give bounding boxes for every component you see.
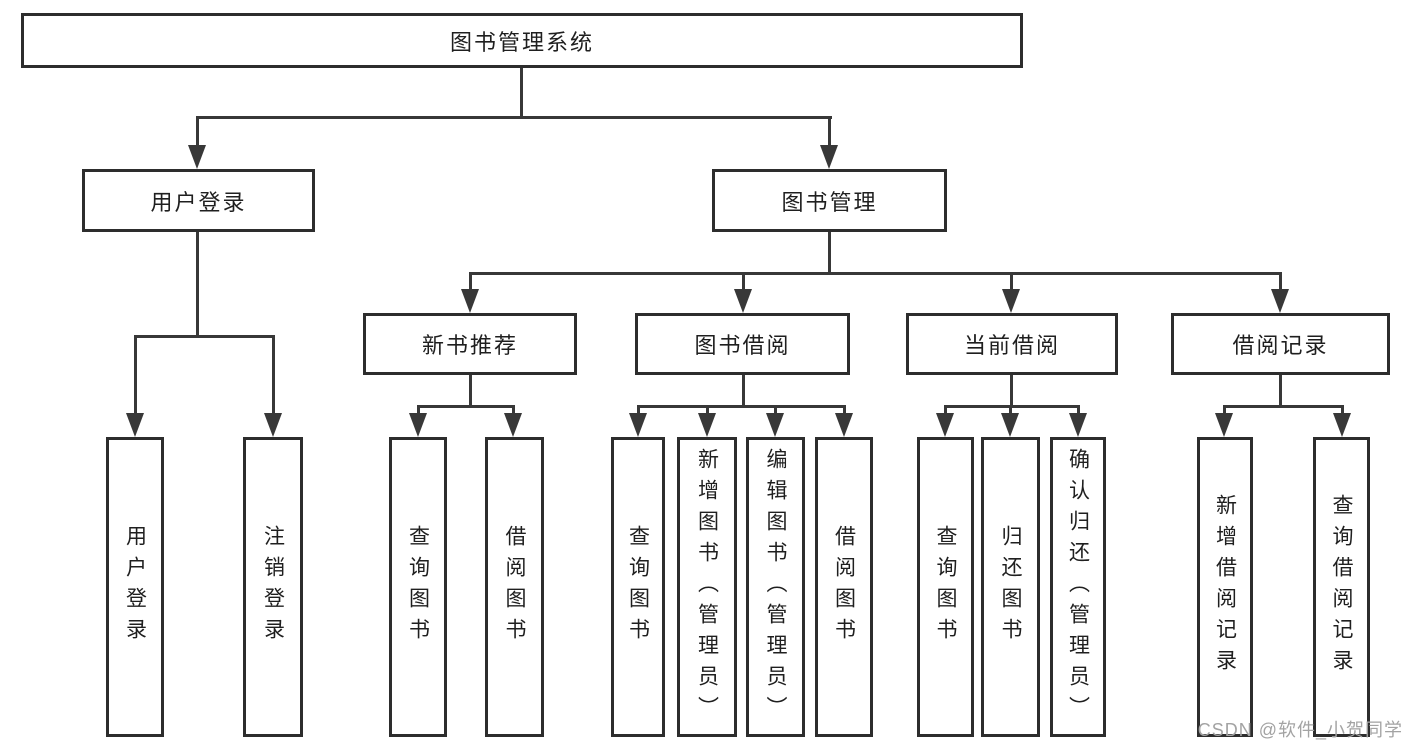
node-query-borrow-record: 查询借阅记录 <box>1313 437 1370 737</box>
node-root-label: 图书管理系统 <box>449 29 594 55</box>
node-query-book-2: 查询图书 <box>611 437 665 737</box>
node-user-login: 用户登录 <box>82 169 315 232</box>
node-edit-book-admin: 编辑图书（管理员） <box>746 437 805 737</box>
node-logout-leaf: 注销登录 <box>243 437 303 737</box>
node-query-borrow-record-label: 查询借阅记录 <box>1330 494 1353 680</box>
node-add-book-admin-label: 新增图书（管理员） <box>695 447 719 727</box>
node-borrow-book-1: 借阅图书 <box>485 437 544 737</box>
connector-groupA-branch <box>417 405 515 408</box>
arrowhead-down-icon <box>1271 289 1289 313</box>
connector-stub <box>637 405 640 414</box>
connector-stub <box>1010 272 1013 290</box>
node-add-book-admin: 新增图书（管理员） <box>677 437 737 737</box>
arrowhead-down-icon <box>820 145 838 169</box>
arrowhead-down-icon <box>264 413 282 437</box>
connector-groupB-stem <box>742 375 745 408</box>
node-borrow-record-label: 借阅记录 <box>1232 333 1329 358</box>
connector-stub <box>706 405 709 414</box>
node-new-book-recommend: 新书推荐 <box>363 313 577 375</box>
connector-groupC-branch <box>944 405 1080 408</box>
connector-user-login-branch <box>134 335 275 338</box>
connector-stub <box>512 405 515 414</box>
node-borrow-record: 借阅记录 <box>1171 313 1390 375</box>
connector-level2-branch <box>196 116 832 119</box>
arrowhead-down-icon <box>835 413 853 437</box>
node-add-borrow-record-label: 新增借阅记录 <box>1213 494 1237 680</box>
node-root-library-system: 图书管理系统 <box>21 13 1023 68</box>
connector-stub <box>1223 405 1226 414</box>
arrowhead-down-icon <box>188 145 206 169</box>
arrowhead-down-icon <box>936 413 954 437</box>
csdn-watermark: CSDN @软件_小贺同学 <box>1197 720 1403 740</box>
connector-stub <box>774 405 777 414</box>
connector-stub <box>1077 405 1080 414</box>
connector-level3-branch <box>469 272 1282 275</box>
node-query-book-1: 查询图书 <box>389 437 447 737</box>
node-query-book-1-label: 查询图书 <box>406 525 430 649</box>
node-query-book-2-label: 查询图书 <box>626 525 650 649</box>
arrowhead-down-icon <box>461 289 479 313</box>
arrowhead-down-icon <box>698 413 716 437</box>
connector-book-management-stem <box>828 232 831 275</box>
node-return-book: 归还图书 <box>981 437 1040 737</box>
connector-stub <box>469 272 472 290</box>
node-query-book-3: 查询图书 <box>917 437 974 737</box>
node-book-management-label: 图书管理 <box>781 189 878 215</box>
connector-groupD-stem <box>1279 375 1282 408</box>
arrowhead-down-icon <box>409 413 427 437</box>
connector-groupD-branch <box>1223 405 1344 408</box>
node-return-book-label: 归还图书 <box>999 525 1022 649</box>
node-new-book-recommend-label: 新书推荐 <box>421 333 518 358</box>
connector-groupC-stem <box>1010 375 1013 408</box>
connector-root-stem <box>520 68 523 118</box>
node-confirm-return-admin-label: 确认归还（管理员） <box>1066 447 1090 727</box>
node-logout-leaf-label: 注销登录 <box>261 525 285 649</box>
node-book-management: 图书管理 <box>712 169 947 232</box>
node-user-login-leaf: 用户登录 <box>106 437 164 737</box>
connector-stub <box>843 405 846 414</box>
connector-stub <box>196 116 199 147</box>
connector-groupA-stem <box>469 375 472 408</box>
connector-groupB-branch <box>637 405 846 408</box>
arrowhead-down-icon <box>766 413 784 437</box>
node-confirm-return-admin: 确认归还（管理员） <box>1050 437 1106 737</box>
arrowhead-down-icon <box>629 413 647 437</box>
arrowhead-down-icon <box>1333 413 1351 437</box>
node-add-borrow-record: 新增借阅记录 <box>1197 437 1253 737</box>
connector-stub <box>828 116 831 147</box>
connector-stub <box>417 405 420 414</box>
arrowhead-down-icon <box>126 413 144 437</box>
node-query-book-3-label: 查询图书 <box>934 525 957 649</box>
node-book-borrow: 图书借阅 <box>635 313 850 375</box>
node-book-borrow-label: 图书借阅 <box>694 333 791 358</box>
node-borrow-book-2-label: 借阅图书 <box>832 525 856 649</box>
connector-stub <box>272 335 275 413</box>
connector-stub <box>134 335 137 413</box>
arrowhead-down-icon <box>1002 289 1020 313</box>
arrowhead-down-icon <box>504 413 522 437</box>
node-edit-book-admin-label: 编辑图书（管理员） <box>764 447 787 727</box>
connector-stub <box>1279 272 1282 290</box>
connector-stub <box>944 405 947 414</box>
connector-stub <box>1009 405 1012 414</box>
arrowhead-down-icon <box>734 289 752 313</box>
node-current-borrow: 当前借阅 <box>906 313 1118 375</box>
connector-stub <box>742 272 745 290</box>
arrowhead-down-icon <box>1069 413 1087 437</box>
node-current-borrow-label: 当前借阅 <box>963 333 1060 358</box>
node-borrow-book-1-label: 借阅图书 <box>503 525 526 649</box>
arrowhead-down-icon <box>1001 413 1019 437</box>
node-user-login-leaf-label: 用户登录 <box>123 525 147 649</box>
node-user-login-label: 用户登录 <box>150 189 247 215</box>
connector-stub <box>1341 405 1344 414</box>
connector-user-login-stem <box>196 232 199 338</box>
arrowhead-down-icon <box>1215 413 1233 437</box>
node-borrow-book-2: 借阅图书 <box>815 437 873 737</box>
